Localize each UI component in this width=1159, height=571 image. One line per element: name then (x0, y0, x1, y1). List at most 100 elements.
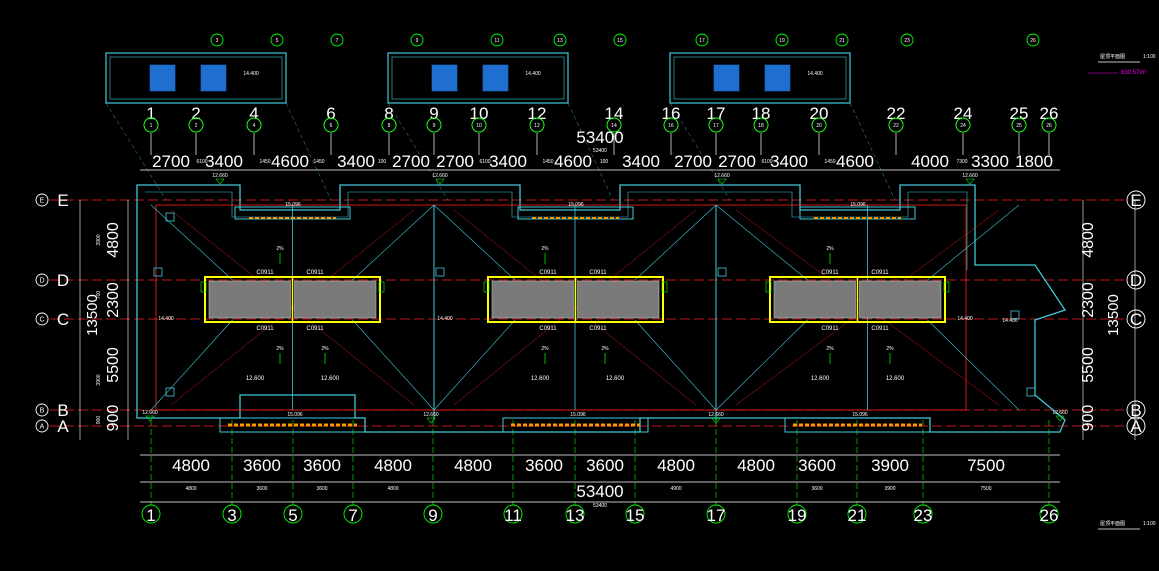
axis-bottom-number-21: 21 (848, 506, 867, 525)
dim-bottom-value-4: 4800 (454, 456, 492, 475)
dim-top-value-3: 3400 (337, 152, 375, 171)
axis-bottom-bubble-11 (503, 504, 523, 524)
axis-bottom-number-15: 15 (626, 506, 645, 525)
roof-box-inner-0 (109, 56, 283, 100)
window-tag-top-a-0: C0911 (256, 270, 274, 276)
axis-top-small-20-label: 20 (816, 123, 822, 129)
slab-elev-2: 12.600 (531, 376, 550, 382)
slab-elev-5: 12.600 (886, 376, 905, 382)
axis-top-number-10: 10 (470, 104, 489, 123)
atrium-side-mark-l-2 (765, 281, 772, 293)
roof-box-inner-1 (391, 56, 565, 100)
drain-marker-4 (435, 267, 445, 277)
axis-bottom-number-23: 23 (914, 506, 933, 525)
dim-right-value-3: 900 (1080, 405, 1097, 432)
dim-bottom-value-10: 3900 (871, 456, 909, 475)
slope-label-1: 2% (321, 346, 329, 352)
dim-top-value-10: 2700 (718, 152, 756, 171)
axis-top-small-8-label: 8 (388, 123, 391, 129)
axis-top-small-9-circle (426, 117, 442, 133)
axis-row-right-letter-D: D (1130, 271, 1142, 290)
axis-row-left-letter-A: A (57, 417, 69, 436)
axis-row-left-bubble-E-label: E (40, 198, 45, 205)
dim-right-value-2: 5500 (1080, 347, 1097, 383)
atrium-side-mark-r-0 (378, 281, 385, 293)
axis-row-left-bubble-E-circle (35, 193, 49, 207)
total-length-top-small: 53400 (593, 148, 607, 154)
ridge-se-1 (634, 319, 717, 411)
drain-marker-1 (165, 387, 175, 397)
axis-row-right-bubble-A (1126, 416, 1146, 436)
atrium-side-mark-r-1 (661, 281, 668, 293)
axis-topmost-21-label: 21 (839, 38, 845, 44)
window-tag-top-b-2: C0911 (871, 270, 889, 276)
total-length-bottom: 53400 (576, 482, 623, 501)
axis-top-small-2-circle (188, 117, 204, 133)
slab-elev-3: 12.600 (606, 376, 625, 382)
roof-box-0 (105, 52, 287, 104)
axis-topmost-13-label: 13 (557, 38, 563, 44)
axis-top-small-4-circle (246, 117, 262, 133)
roof-elev-5: 12.660 (708, 412, 724, 418)
axis-bottom-number-11: 11 (504, 506, 522, 525)
axis-topmost-15-label: 15 (617, 38, 623, 44)
dim-top-value-7: 4600 (554, 152, 592, 171)
dim-top-small-0: 6100 (196, 159, 207, 165)
axis-topmost-17-circle (695, 33, 709, 47)
axis-topmost-5-label: 5 (276, 38, 279, 44)
axis-top-small-25-label: 25 (1016, 123, 1022, 129)
dim-bottom-value-5: 3600 (525, 456, 563, 475)
dim-bottom-small-4: 4900 (670, 486, 681, 492)
atrium-pane-b-1 (577, 280, 660, 319)
axis-bottom-number-17: 17 (707, 506, 726, 525)
slope-label-8: 2% (826, 246, 834, 252)
axis-top-number-9: 9 (429, 104, 438, 123)
atrium-side-mark-l-0 (200, 281, 207, 293)
axis-bottom-number-3: 3 (227, 506, 236, 525)
axis-top-number-14: 14 (605, 104, 624, 123)
dim-top-value-1: 3400 (205, 152, 243, 171)
roof-detail-layer (105, 64, 1036, 427)
axis-top-number-2: 2 (191, 104, 200, 123)
axis-top-number-1: 1 (146, 104, 155, 123)
axis-topmost-7-circle (330, 33, 344, 47)
dim-bottom-value-8: 4800 (737, 456, 775, 475)
dim-top-value-8: 3400 (622, 152, 660, 171)
roof-elev-mark-6 (145, 415, 155, 422)
axis-row-right-letter-B: B (1130, 401, 1141, 420)
dim-top-small-6: 100 (600, 159, 609, 165)
axis-top-small-10-label: 10 (476, 123, 482, 129)
axis-bottom-bubble-23 (913, 504, 933, 524)
axis-top-small-9-label: 9 (433, 123, 436, 129)
solar-panel-a-0 (149, 64, 176, 92)
dim-bottom-value-1: 3600 (243, 456, 281, 475)
axis-top-small-18-circle (753, 117, 769, 133)
dim-bottom-small-1: 3600 (256, 486, 267, 492)
parapet-elev-1: 14.400 (437, 316, 453, 322)
dim-top-value-15: 1800 (1015, 152, 1053, 171)
dim-left-small-3: 900 (96, 416, 102, 425)
window-tag-bot-a-0: C0911 (256, 326, 274, 332)
axis-bottom-number-5: 5 (288, 506, 297, 525)
drain-marker-5 (717, 267, 727, 277)
axis-top-small-2-label: 2 (195, 123, 198, 129)
building-inner-outline (145, 191, 968, 270)
window-tag-bot-a-2: C0911 (821, 326, 839, 332)
axis-top-small-17-circle (708, 117, 724, 133)
roof-elev-mark-1 (435, 178, 445, 185)
dim-left-value-2: 5500 (105, 347, 122, 383)
dim-bottom-small-2: 3600 (316, 486, 327, 492)
axis-topmost-19-circle (775, 33, 789, 47)
axis-top-small-26-circle (1041, 117, 1057, 133)
axis-bottom-bubble-17 (706, 504, 726, 524)
drawing-title-top: 屋顶平面图 (1100, 54, 1125, 60)
axis-top-small-12-circle (529, 117, 545, 133)
gutter-box-1 (502, 417, 649, 433)
dim-top-small-8: 1450 (824, 159, 835, 165)
slope-label-7: 2% (541, 246, 549, 252)
slab-elev-4: 12.600 (811, 376, 830, 382)
label-layer: 1122446688991010121214141616171718182020… (35, 33, 1146, 525)
dim-bottom-small-7: 7500 (980, 486, 991, 492)
axis-bottom-number-26: 26 (1040, 506, 1059, 525)
